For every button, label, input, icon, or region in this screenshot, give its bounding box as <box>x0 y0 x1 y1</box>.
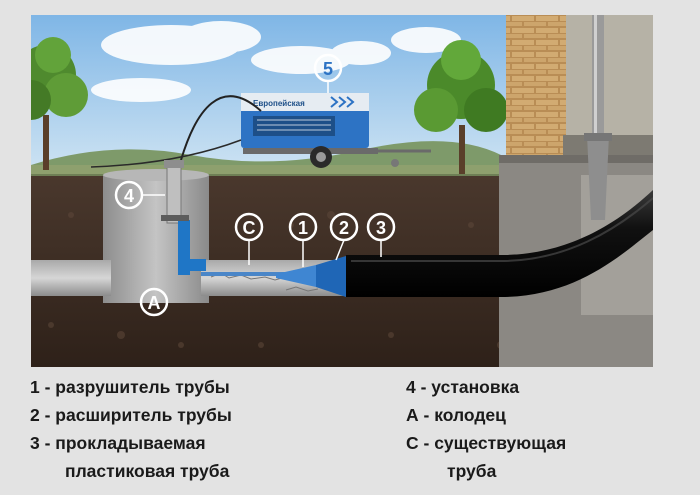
existing-pipe-left <box>31 260 111 296</box>
svg-text:A: A <box>148 293 161 313</box>
pipe-expander <box>316 256 346 297</box>
compressor-unit: Европейская <box>241 93 431 168</box>
downpipe <box>584 15 612 220</box>
svg-text:2: 2 <box>339 218 349 238</box>
pipe-burster <box>276 265 316 287</box>
installation-rig <box>161 160 206 275</box>
marker-3: 3 <box>366 212 396 257</box>
pull-rod <box>201 272 291 276</box>
legend-item-1: 1 - разрушитель трубы <box>30 377 230 397</box>
marker-4: 4 <box>114 180 165 210</box>
legend-item-2: 2 - расширитель трубы <box>30 405 232 425</box>
building-facade <box>566 15 653 155</box>
brick-wall <box>506 15 566 155</box>
svg-text:5: 5 <box>323 59 333 79</box>
marker-A: A <box>139 287 169 317</box>
new-plastic-pipe <box>346 190 653 297</box>
tree-left <box>31 37 88 170</box>
legend-item-C-continued: труба <box>447 461 497 481</box>
legend-item-3: 3 - прокладываемая <box>30 433 206 453</box>
svg-text:4: 4 <box>124 186 134 206</box>
svg-text:C: C <box>243 218 256 238</box>
marker-5: 5 <box>313 53 343 93</box>
svg-text:1: 1 <box>298 218 308 238</box>
well-shaft <box>103 175 209 303</box>
compressor-brand-label: Европейская <box>253 99 305 108</box>
legend-item-C: С - существующая <box>406 433 567 453</box>
marker-C: C <box>234 212 264 265</box>
hose <box>180 95 262 161</box>
pipe-bursting-diagram: Европейская 1 2 <box>31 15 653 367</box>
marker-1: 1 <box>288 212 318 267</box>
svg-text:3: 3 <box>376 218 386 238</box>
legend-item-4: 4 - установка <box>406 377 520 397</box>
legend-item-A: А - колодец <box>406 405 506 425</box>
marker-2: 2 <box>329 212 359 261</box>
tree-right <box>414 40 508 175</box>
legend-item-3-continued: пластиковая труба <box>65 461 230 481</box>
